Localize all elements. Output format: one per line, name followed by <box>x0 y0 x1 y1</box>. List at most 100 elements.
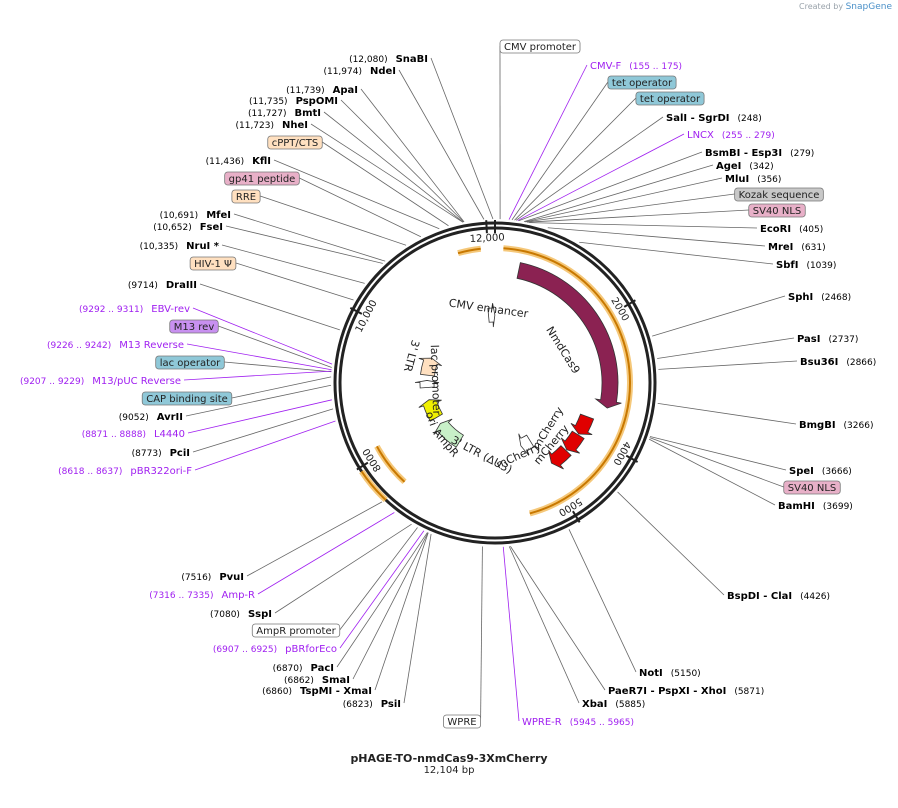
site-name: NheI <box>282 120 308 131</box>
site-label-bspdi: BspDI - ClaI (4426) <box>727 591 830 602</box>
feature-name: Kozak sequence <box>739 190 820 201</box>
site-name: NruI * <box>186 241 220 252</box>
site-name: PaeR7I - PspXI - XhoI <box>608 686 726 697</box>
site-position: (11,735) <box>249 97 288 107</box>
leader-line <box>398 69 485 220</box>
plasmid-size: 12,104 bp <box>423 765 475 776</box>
site-label-l4440: L4440(8871 .. 8888) <box>82 429 185 440</box>
site-position: (1039) <box>806 261 836 271</box>
feature-name: WPRE <box>447 717 476 728</box>
site-position: (5945 .. 5965) <box>570 718 634 728</box>
site-label-tet-operator: tet operator <box>607 75 677 90</box>
leader-line <box>568 529 637 673</box>
feature-label: ori <box>423 410 440 428</box>
site-position: (8773) <box>132 449 162 459</box>
site-label-bmgbi: BmgBI(3266) <box>799 420 873 431</box>
site-name: BmgBI <box>799 420 836 431</box>
site-name: BspDI - ClaI <box>727 591 792 602</box>
site-label-bmti: BmtI(11,727) <box>248 108 321 119</box>
leader-line <box>274 523 412 614</box>
feature-name: cPPT/CTS <box>272 138 318 149</box>
site-position: (12,080) <box>349 55 388 65</box>
leader-line <box>224 361 332 373</box>
tick-mark <box>356 461 369 471</box>
leader-line <box>322 141 449 227</box>
site-label-cap-binding-site: CAP binding site <box>141 391 233 406</box>
watermark-prefix: Created by <box>799 2 844 11</box>
site-label-smai: SmaI(6862) <box>284 675 350 686</box>
site-name: SbfI <box>776 260 798 271</box>
site-label-kozak-sequence: Kozak sequence <box>734 187 824 202</box>
leader-line <box>517 133 685 221</box>
site-label-xbai: XbaI(5885) <box>582 699 645 710</box>
site-label-gp41-peptide: gp41 peptide <box>224 171 300 186</box>
leader-line <box>374 532 429 691</box>
site-position: (6823) <box>343 700 373 710</box>
tick-mark <box>485 220 488 234</box>
site-name: CMV-F <box>590 61 621 72</box>
feature-box <box>224 171 300 186</box>
leader-line <box>579 241 774 265</box>
site-position: (6870) <box>273 664 303 674</box>
leader-line <box>518 151 703 222</box>
site-label-sbfi: SbfI (1039) <box>776 260 836 271</box>
site-name: SphI <box>788 292 813 303</box>
feature-arrow-mcherry <box>560 430 585 454</box>
site-name: Bsu36I <box>800 357 838 368</box>
site-label-m13-puc-reverse: M13/pUC Reverse(9207 .. 9229) <box>20 376 181 387</box>
site-position: (6907 .. 6925) <box>213 645 277 655</box>
site-position: (10,335) <box>140 242 179 252</box>
site-position: (8618 .. 8637) <box>58 467 122 477</box>
leader-line <box>257 512 395 595</box>
feature-box <box>231 189 261 204</box>
site-label-ebv-rev: EBV-rev(9292 .. 9311) <box>79 304 190 315</box>
site-name: PciI <box>170 448 190 459</box>
feature-name: tet operator <box>640 94 701 105</box>
feature-name: CMV promoter <box>504 42 577 53</box>
site-label-avrii: AvrII(9052) <box>119 412 183 423</box>
snapgene-watermark: Created by SnapGene <box>799 2 892 12</box>
leader-line <box>231 376 332 399</box>
site-position: (11,436) <box>206 157 245 167</box>
leader-line <box>186 343 332 371</box>
site-label-fsei: FseI(10,652) <box>153 222 223 233</box>
leader-line <box>648 438 776 506</box>
feature-arrow-3-ltr <box>418 357 442 377</box>
site-label-agei: AgeI(342) <box>716 161 774 172</box>
site-name: BamHI <box>778 501 815 512</box>
site-name: WPRE-R <box>522 717 562 728</box>
site-label-sv40-nls: SV40 NLS <box>783 480 841 495</box>
site-position: (3666) <box>822 467 852 477</box>
site-name: BmtI <box>294 108 321 119</box>
site-position: (631) <box>801 243 825 253</box>
site-label-sphi: SphI(2468) <box>788 292 851 303</box>
site-position: (9226 .. 9242) <box>47 341 111 351</box>
feature-box <box>443 714 481 729</box>
feature-arrow-mcherry <box>570 413 595 435</box>
leader-line <box>502 546 520 722</box>
feature-name: AmpR promoter <box>256 626 336 637</box>
tick-mark <box>572 510 581 523</box>
site-label-pasi: PasI(2737) <box>797 334 858 345</box>
site-position: (11,974) <box>323 67 362 77</box>
site-name: PvuI <box>219 572 244 583</box>
leader-line <box>185 384 332 417</box>
site-position: (9207 .. 9229) <box>20 377 84 387</box>
site-position: (3699) <box>823 502 853 512</box>
site-label-pvui: PvuI(7516) <box>181 572 244 583</box>
tick-mark <box>625 454 639 463</box>
feature-box <box>783 480 841 495</box>
leader-line <box>523 164 714 222</box>
feature-name: lac operator <box>160 358 221 369</box>
feature-box <box>607 75 677 90</box>
leader-line <box>323 111 464 223</box>
site-name: NotI <box>639 668 663 679</box>
leader-line <box>430 57 494 220</box>
site-position: (4426) <box>800 592 830 602</box>
leader-line <box>221 244 365 284</box>
site-name: SnaBI <box>396 54 428 65</box>
site-name: Amp-R <box>222 590 256 601</box>
feature-arrow-nmdcas9 <box>516 262 622 409</box>
